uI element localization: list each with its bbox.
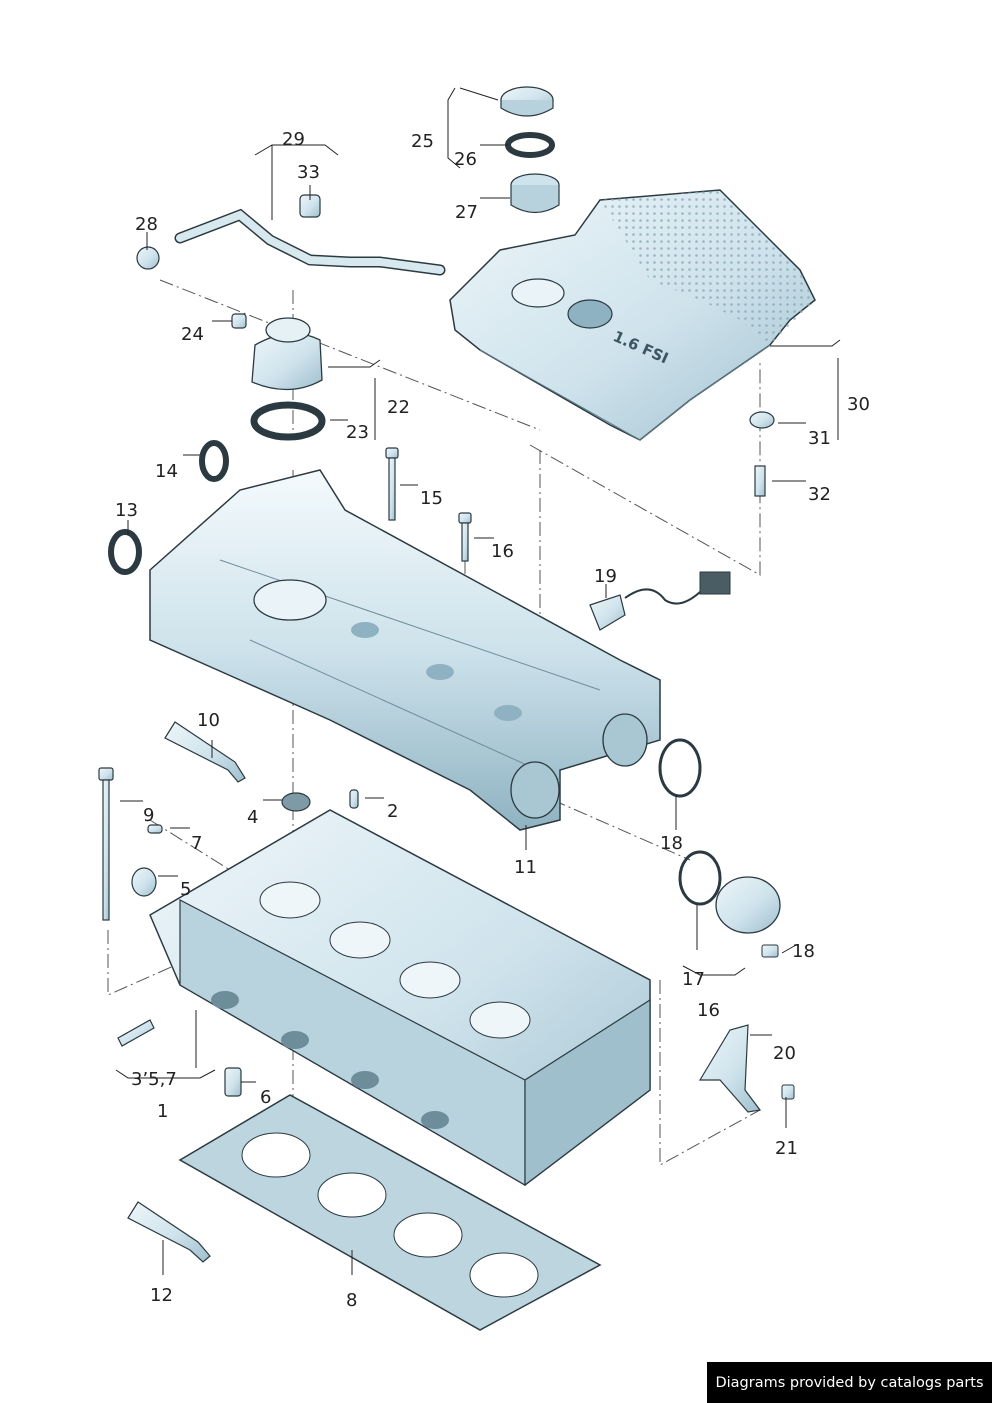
callout-5: 5: [180, 879, 191, 900]
callout-2: 2: [387, 801, 398, 822]
bolts: [98, 411, 775, 921]
callout-23: 22: [387, 397, 410, 418]
leader-lines: [115, 87, 841, 1275]
callout-15: 15: [420, 488, 443, 509]
callout-14: 14: [155, 461, 178, 482]
callout-17: 16: [697, 1000, 720, 1021]
callout-8: 8: [346, 1290, 357, 1311]
callout-20: 19: [594, 566, 617, 587]
small-parts: [117, 789, 359, 1097]
pressure-valve: [231, 313, 326, 441]
callout-25: 24: [181, 324, 204, 345]
callout-30: 29: [282, 129, 305, 150]
credit-banner[interactable]: Diagrams provided by catalogs parts: [707, 1362, 992, 1403]
callout-1: 1: [157, 1101, 168, 1122]
callout-19: 18: [792, 941, 815, 962]
callout-10: 10: [197, 710, 220, 731]
sealant-tubes: [127, 721, 246, 1263]
callout-34: 33: [297, 162, 320, 183]
camshaft-housing: [149, 469, 661, 831]
seal-rings: [108, 440, 722, 906]
callout-21: 20: [773, 1043, 796, 1064]
engine-cover: 1.6 FSI: [449, 189, 816, 441]
callout-18b: 17: [682, 969, 705, 990]
callout-7: 6: [260, 1087, 271, 1108]
callout-28: 27: [455, 202, 478, 223]
callout-12: 12: [150, 1285, 173, 1306]
callout-13: 13: [115, 500, 138, 521]
callout-26: 25: [411, 131, 434, 152]
head-gasket: [178, 1094, 602, 1331]
callout-31: 30: [847, 394, 870, 415]
camshaft-sensor: [589, 571, 731, 631]
oil-filler-cap: [500, 86, 560, 214]
callout-6: 7: [191, 833, 202, 854]
callout-3-5-7: 3’5,7: [131, 1069, 177, 1090]
callout-9: 9: [143, 805, 154, 826]
callout-32: 31: [808, 428, 831, 449]
cylinder-head: [149, 809, 651, 1187]
callout-11: 11: [514, 857, 537, 878]
callout-24: 23: [346, 422, 369, 443]
breather-hose: [136, 194, 446, 276]
credit-text: Diagrams provided by catalogs parts: [715, 1374, 984, 1391]
pump-cover: [698, 876, 795, 1113]
callout-33: 32: [808, 484, 831, 505]
callout-16: 16: [491, 541, 514, 562]
callout-labels: 25 26 27 29 33 28 24 22 23 30 31 32 14 1…: [115, 129, 870, 1311]
callout-22: 21: [775, 1138, 798, 1159]
callout-29: 28: [135, 214, 158, 235]
callout-18a: 18: [660, 833, 683, 854]
callout-4: 4: [247, 807, 258, 828]
callout-27: 26: [454, 149, 477, 170]
